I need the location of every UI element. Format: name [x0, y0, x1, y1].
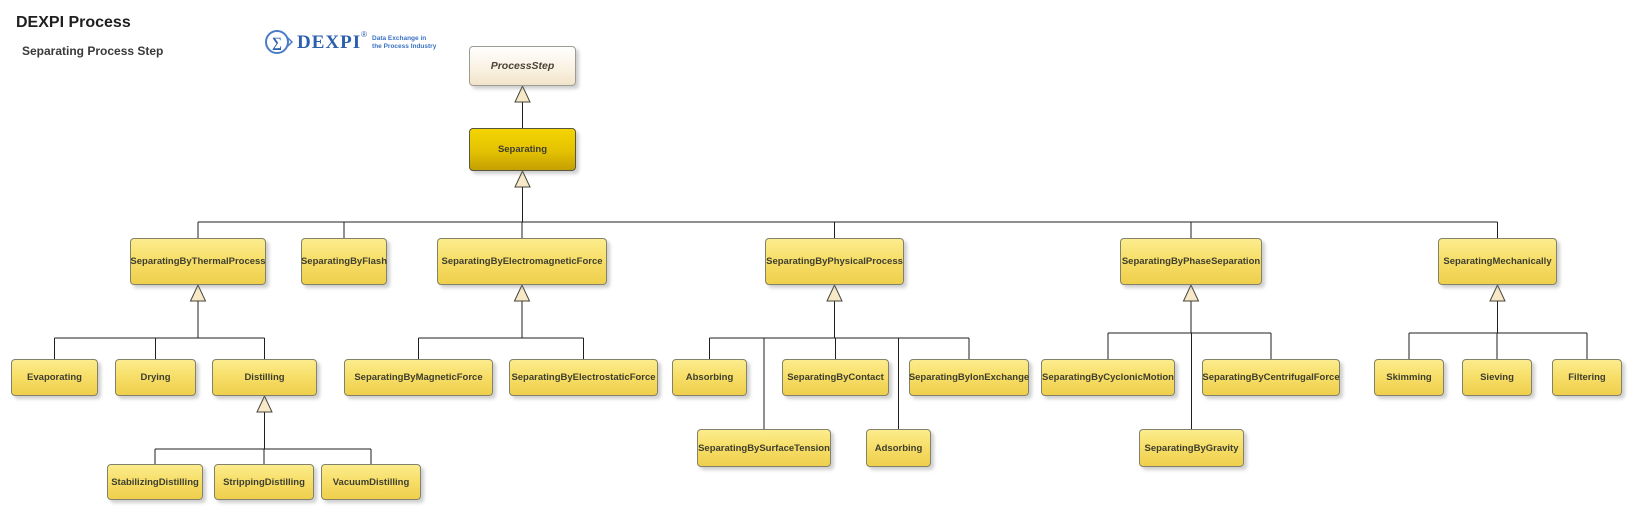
inheritance-arrow-icon — [514, 169, 531, 188]
inheritance-arrow-icon — [1489, 283, 1506, 302]
node-ionExchange: SeparatingByIonExchange — [909, 359, 1029, 396]
node-gravity: SeparatingByGravity — [1139, 429, 1244, 467]
inheritance-edge-thermal — [54, 283, 265, 359]
inheritance-edge-physical — [709, 283, 970, 429]
node-magnetic: SeparatingByMagneticForce — [344, 359, 493, 396]
node-mech: SeparatingMechanically — [1438, 238, 1557, 285]
node-flash: SeparatingByFlash — [301, 238, 387, 285]
node-sieving: Sieving — [1462, 359, 1532, 396]
registered-mark: ® — [361, 30, 368, 39]
node-evaporating: Evaporating — [11, 359, 98, 396]
svg-text:∑: ∑ — [272, 36, 282, 51]
inheritance-arrow-icon — [1182, 283, 1200, 302]
node-phase: SeparatingByPhaseSeparation — [1120, 238, 1262, 285]
node-filtering: Filtering — [1552, 359, 1622, 396]
node-stabilizing: StabilizingDistilling — [107, 464, 203, 500]
inheritance-arrow-icon — [514, 84, 531, 103]
inheritance-edge-separating — [197, 169, 1498, 238]
node-separating: Separating — [469, 128, 576, 171]
tagline-line-1: Data Exchange in — [372, 35, 427, 42]
node-cyclonic: SeparatingByCyclonicMotion — [1041, 359, 1175, 396]
node-adsorbing: Adsorbing — [866, 429, 931, 467]
inheritance-arrow-icon — [256, 394, 273, 413]
node-processStep: ProcessStep — [469, 46, 576, 86]
node-physical: SeparatingByPhysicalProcess — [765, 238, 904, 285]
node-vacuum: VacuumDistilling — [321, 464, 421, 500]
node-surfaceTension: SeparatingBySurfaceTension — [697, 429, 831, 467]
node-centrifugal: SeparatingByCentrifugalForce — [1202, 359, 1340, 396]
node-skimming: Skimming — [1374, 359, 1444, 396]
dexpi-sigma-icon: ∑ — [265, 30, 293, 54]
page-title: DEXPI Process — [16, 14, 131, 31]
inheritance-edge-distilling — [154, 394, 372, 464]
node-electrostatic: SeparatingByElectrostaticForce — [509, 359, 658, 396]
inheritance-edge-mech — [1408, 283, 1588, 359]
node-emForce: SeparatingByElectromagneticForce — [437, 238, 607, 285]
inheritance-edge-emForce — [418, 283, 584, 359]
page-subtitle: Separating Process Step — [22, 44, 164, 58]
inheritance-edge-processStep — [514, 84, 531, 128]
inheritance-arrow-icon — [826, 283, 843, 302]
node-distilling: Distilling — [212, 359, 317, 396]
inheritance-edge-phase — [1107, 283, 1272, 429]
node-stripping: StrippingDistilling — [214, 464, 314, 500]
node-thermal: SeparatingByThermalProcess — [130, 238, 266, 285]
dexpi-logo-tagline: Data Exchange in the Process Industry — [372, 35, 436, 51]
inheritance-arrow-icon — [189, 283, 207, 302]
tagline-line-2: the Process Industry — [372, 43, 437, 51]
dexpi-logo: ∑ DEXPI® Data Exchange in the Process In… — [263, 28, 436, 58]
node-drying: Drying — [115, 359, 196, 396]
node-contact: SeparatingByContact — [782, 359, 889, 396]
node-absorbing: Absorbing — [672, 359, 747, 396]
inheritance-arrow-icon — [513, 283, 531, 302]
dexpi-logo-brand: DEXPI — [297, 32, 362, 53]
